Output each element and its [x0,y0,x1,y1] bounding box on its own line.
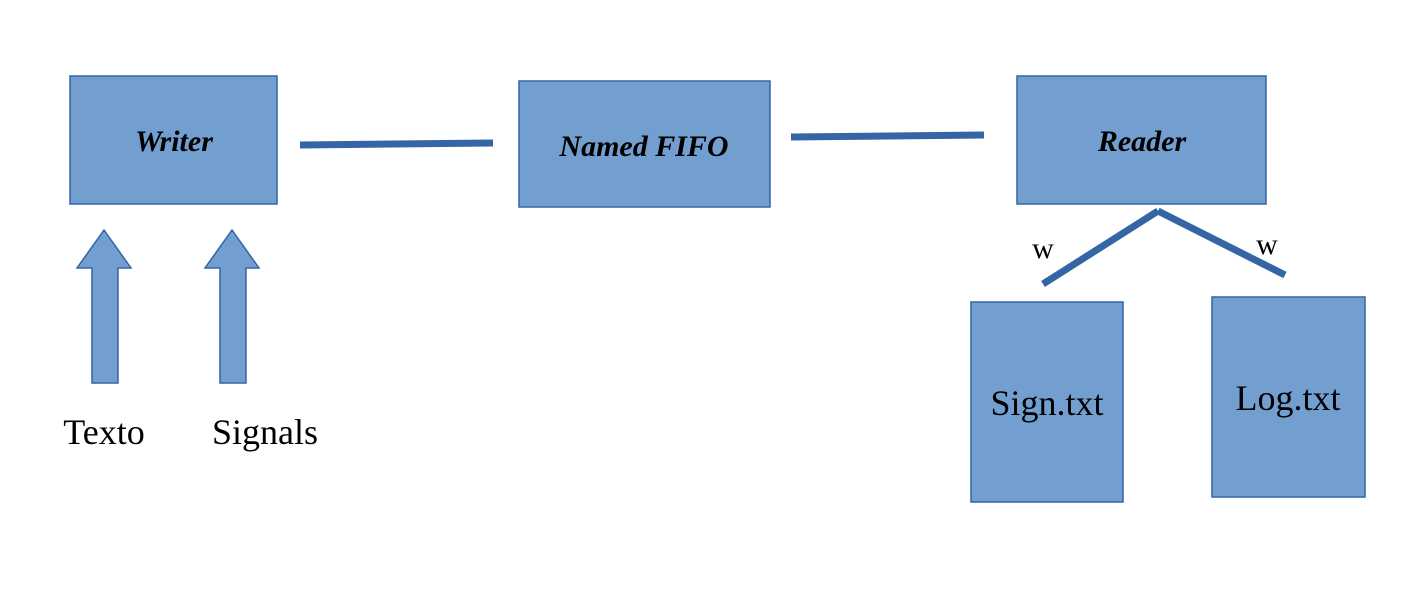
reader-log-connector [1156,207,1287,279]
texto-label: Texto [63,412,144,452]
fifo-box [518,80,771,208]
texto-up-arrow-icon [75,228,133,384]
reader-box [1016,75,1267,205]
sign-file-label: Sign.txt [990,383,1103,423]
reader-sign-connector [1041,208,1160,287]
log-file-node: Log.txt [1211,296,1366,498]
writer-node: Writer [69,75,278,205]
writer-box [69,75,278,205]
log-file-label: Log.txt [1236,378,1341,418]
sign-file-box [970,301,1124,503]
reader-label: Reader [1097,125,1187,158]
reader-node: Reader [1016,75,1267,205]
fifo-label: Named FIFO [558,130,728,163]
signals-input: Signals [203,228,318,452]
fifo-node: Named FIFO [518,80,771,208]
signals-up-arrow-icon [203,228,261,384]
reader-sign-edge-label: w [1032,232,1054,265]
signals-label: Signals [212,412,318,452]
reader-log-edge-label: w [1256,228,1278,261]
fifo-reader-connector [790,131,985,141]
sign-file-node: Sign.txt [970,301,1124,503]
writer-label: Writer [135,125,213,158]
log-file-box [1211,296,1366,498]
writer-fifo-connector [299,139,494,149]
texto-input: Texto [63,228,145,452]
